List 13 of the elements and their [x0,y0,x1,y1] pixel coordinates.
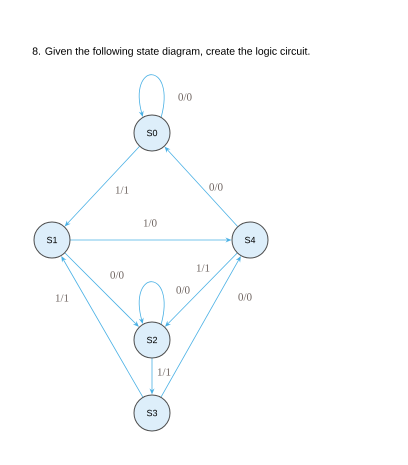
edge-label: 0/0 [174,285,192,295]
edge-label: 1/1 [156,367,172,377]
edge-label: 1/1 [194,263,212,273]
title: 8. Given the following state diagram, create the logic circuit. [32,47,310,57]
edge-label: 0/0 [236,292,254,302]
edge-label: 0/0 [208,182,224,192]
edge-label: 0/0 [108,270,126,280]
arrow [64,146,140,226]
edge-label: 0/0 [176,92,194,102]
edge-label: 1/1 [114,185,130,195]
edge-label: 1/0 [142,218,158,228]
edge-label: 1/1 [54,293,70,303]
arrow [64,252,139,327]
